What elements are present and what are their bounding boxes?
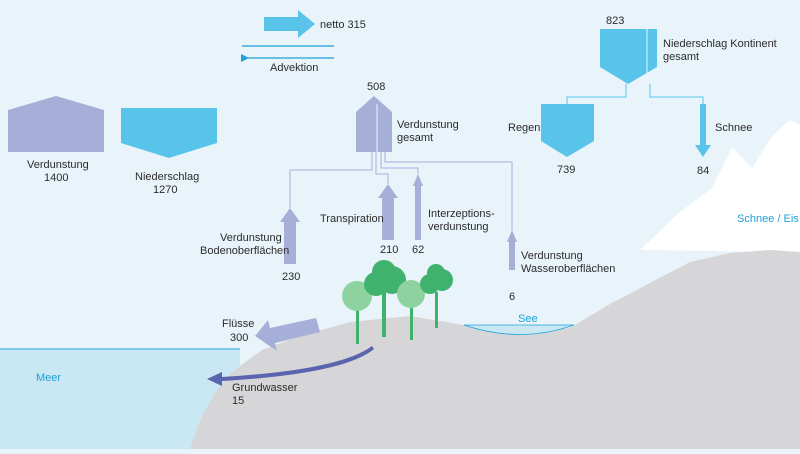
rain-label: Regen — [508, 122, 540, 134]
rain-arrow-icon — [541, 104, 594, 157]
netto-arrow-icon — [264, 10, 315, 38]
ocean-precipitation-label: Niederschlag — [135, 171, 199, 183]
snow-label: Schnee — [715, 122, 752, 134]
ocean-evaporation-value: 1400 — [44, 172, 68, 184]
groundwater-arrow-icon — [207, 346, 374, 386]
interception-connector-line — [380, 152, 419, 174]
snow-value: 84 — [697, 165, 709, 177]
water-evaporation-label-1: Verdunstung — [521, 250, 583, 262]
groundwater-value: 15 — [232, 395, 244, 407]
sea-label: Meer — [36, 372, 61, 384]
snow-split-line — [649, 84, 704, 104]
transpiration-value: 210 — [380, 244, 398, 256]
soil-connector-line — [289, 152, 373, 208]
continent-precipitation-label-2: gesamt — [663, 51, 699, 63]
transpiration-label: Transpiration — [320, 213, 384, 225]
ocean-precipitation-value: 1270 — [153, 184, 177, 196]
interception-label-2: verdunstung — [428, 221, 489, 233]
groundwater-label: Grundwasser — [232, 382, 298, 394]
total-evaporation-arrow-icon — [356, 96, 392, 152]
snow-cap — [640, 120, 800, 252]
snow-arrow-icon — [695, 104, 711, 157]
lake-label: See — [518, 313, 538, 325]
rivers-arrow-icon — [255, 318, 320, 351]
continent-precipitation-arrow-icon — [600, 29, 657, 84]
continent-precipitation-label-1: Niederschlag Kontinent — [663, 38, 777, 50]
rain-split-line — [566, 84, 627, 104]
total-evaporation-value: 508 — [367, 81, 385, 93]
land-ground — [190, 250, 800, 449]
interception-arrow-icon — [413, 174, 423, 240]
rivers-value: 300 — [230, 332, 248, 344]
interception-value: 62 — [412, 244, 424, 256]
ocean-evaporation-label: Verdunstung — [27, 159, 89, 171]
rain-value: 739 — [557, 164, 575, 176]
soil-evaporation-label-1: Verdunstung — [220, 232, 282, 244]
netto-label: netto 315 — [320, 19, 366, 31]
ocean-evaporation-arrow-icon — [8, 96, 104, 152]
advection-label: Advektion — [270, 62, 318, 74]
water-connector-line — [384, 152, 513, 230]
total-evaporation-label-2: gesamt — [397, 132, 433, 144]
interception-label-1: Interzeptions- — [428, 208, 495, 220]
trees-illustration — [342, 260, 453, 344]
water-evaporation-label-2: Wasseroberflächen — [521, 263, 615, 275]
continent-precipitation-value: 823 — [606, 15, 624, 27]
soil-evaporation-label-2: Bodenoberflächen — [200, 245, 289, 257]
snow-ice-label: Schnee / Eis — [737, 213, 799, 225]
water-evaporation-arrow-icon — [507, 230, 517, 270]
transpiration-connector-line — [375, 152, 389, 184]
soil-evaporation-value: 230 — [282, 271, 300, 283]
transpiration-arrow-icon — [378, 184, 398, 240]
total-evaporation-label-1: Verdunstung — [397, 119, 459, 131]
soil-evaporation-arrow-icon — [280, 208, 300, 264]
water-evaporation-value: 6 — [509, 291, 515, 303]
rivers-label: Flüsse — [222, 318, 254, 330]
lake — [463, 324, 575, 335]
ocean-precipitation-arrow-icon — [121, 108, 217, 158]
